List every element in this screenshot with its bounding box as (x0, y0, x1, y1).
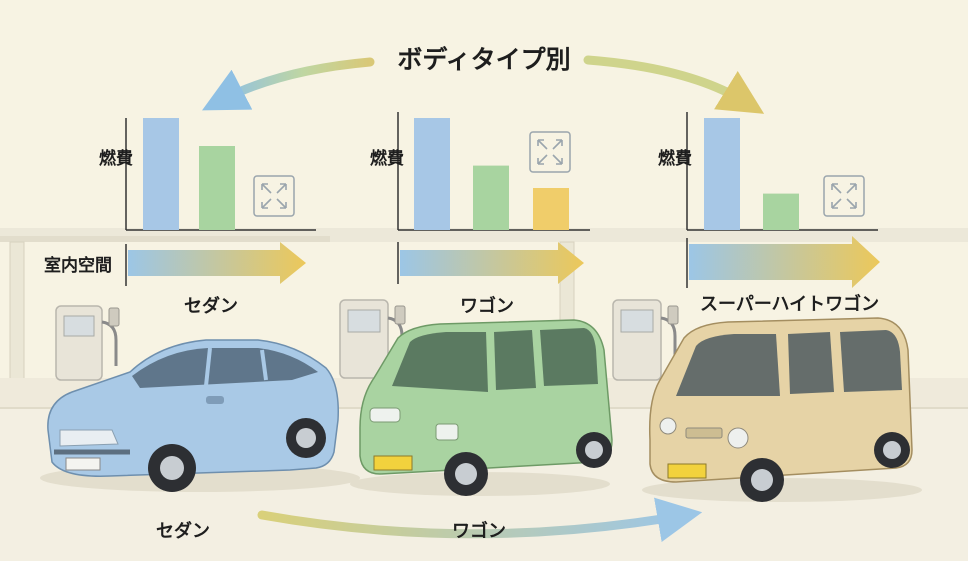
panel-sedan (125, 118, 316, 286)
fuel-pump-icon (612, 299, 679, 381)
space-arrow (400, 242, 584, 284)
space-arrow (128, 242, 306, 284)
fuel-bar (533, 188, 569, 230)
expand-arrows-icon (823, 175, 865, 217)
bottom-label-wagon: ワゴン (452, 521, 506, 542)
fuel-label: 燃費 (370, 149, 404, 169)
top-right-arc-arrow (583, 55, 765, 114)
sedan-car (40, 339, 360, 492)
fuel-bar (473, 165, 509, 230)
space-label: 室内空間 (44, 256, 112, 276)
panel-wagon (397, 112, 590, 284)
space-arrow (689, 236, 880, 288)
fuel-pump-icon (339, 299, 406, 379)
fuel-bar (704, 118, 740, 230)
diagram-title: ボディタイプ別 (0, 40, 968, 76)
wagon-car (350, 319, 613, 496)
panel-name-wagon: ワゴン (460, 296, 514, 317)
panel-super-height-wagon (686, 112, 880, 288)
fuel-label: 燃費 (658, 149, 692, 169)
fuel-pump-icon (55, 305, 120, 381)
panel-name-super-height-wagon: スーパーハイトワゴン (700, 294, 880, 315)
top-left-arc-arrow (202, 57, 375, 111)
bottom-arc-arrow (257, 497, 703, 542)
expand-arrows-icon (253, 175, 295, 217)
panel-name-sedan: セダン (184, 296, 238, 317)
fuel-bar (143, 118, 179, 230)
expand-arrows-icon (529, 131, 571, 173)
fuel-bar (763, 193, 799, 230)
super-height-wagon-car (642, 317, 922, 502)
fuel-bar (414, 118, 450, 230)
fuel-label: 燃費 (99, 149, 133, 169)
bottom-label-sedan: セダン (156, 521, 210, 542)
fuel-bar (199, 146, 235, 230)
